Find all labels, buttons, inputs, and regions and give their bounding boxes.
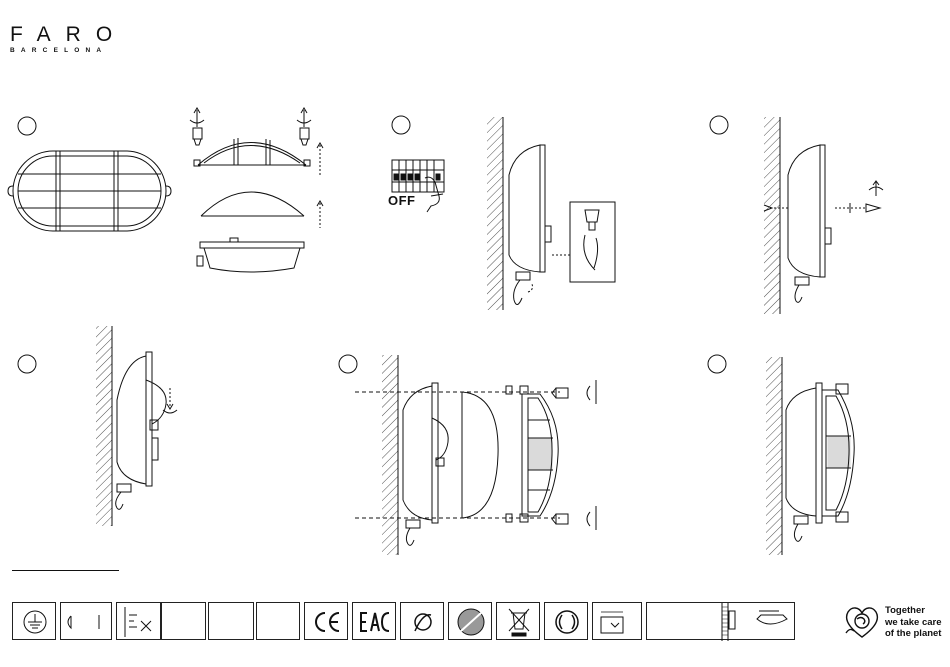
step-6-marker: [708, 355, 726, 373]
step-3-marker: [710, 116, 728, 134]
eac-mark-icon: [352, 602, 396, 640]
luminaire-front-view: [8, 151, 171, 231]
wall-step4: [96, 326, 112, 526]
wall-step5: [382, 355, 398, 555]
wall-step2: [487, 117, 503, 310]
blank-box: [256, 602, 300, 640]
ground-icon: [12, 602, 56, 640]
footnote-rule: [12, 570, 119, 571]
ce-mark-icon: [304, 602, 348, 640]
green-dot-icon: [544, 602, 588, 640]
wall-mount-side-view-2: [509, 145, 615, 305]
weee-bin-icon: [496, 602, 540, 640]
step-1-marker: [18, 117, 36, 135]
brand-badge-icon: [448, 602, 492, 640]
recycle-box-icon: [592, 602, 642, 640]
class-ii-icon: [60, 602, 112, 640]
blank-box: [161, 602, 206, 640]
wall-step3: [764, 117, 780, 314]
switch-off-label: OFF: [388, 193, 416, 208]
step-5-marker: [339, 355, 357, 373]
sustainability-line-2: we take care: [885, 617, 942, 629]
sustainability-line-1: Together: [885, 605, 942, 617]
wall-mount-side-view-3: [764, 145, 883, 302]
assembled-side-view: [786, 383, 854, 541]
sustainability-message: Together we take care of the planet: [885, 605, 942, 640]
heart-planet-icon: [842, 603, 882, 641]
ratio-box-icon: [646, 602, 795, 640]
leaf-icon: [400, 602, 444, 640]
sustainability-line-3: of the planet: [885, 628, 942, 640]
bulb-install-side-view: [116, 352, 177, 509]
blank-box: [208, 602, 254, 640]
ip-rating-icon: [116, 602, 161, 640]
step-4-marker: [18, 355, 36, 373]
step-2-marker: [392, 116, 410, 134]
luminaire-exploded-parts: [190, 108, 323, 272]
wall-step6: [766, 357, 782, 555]
